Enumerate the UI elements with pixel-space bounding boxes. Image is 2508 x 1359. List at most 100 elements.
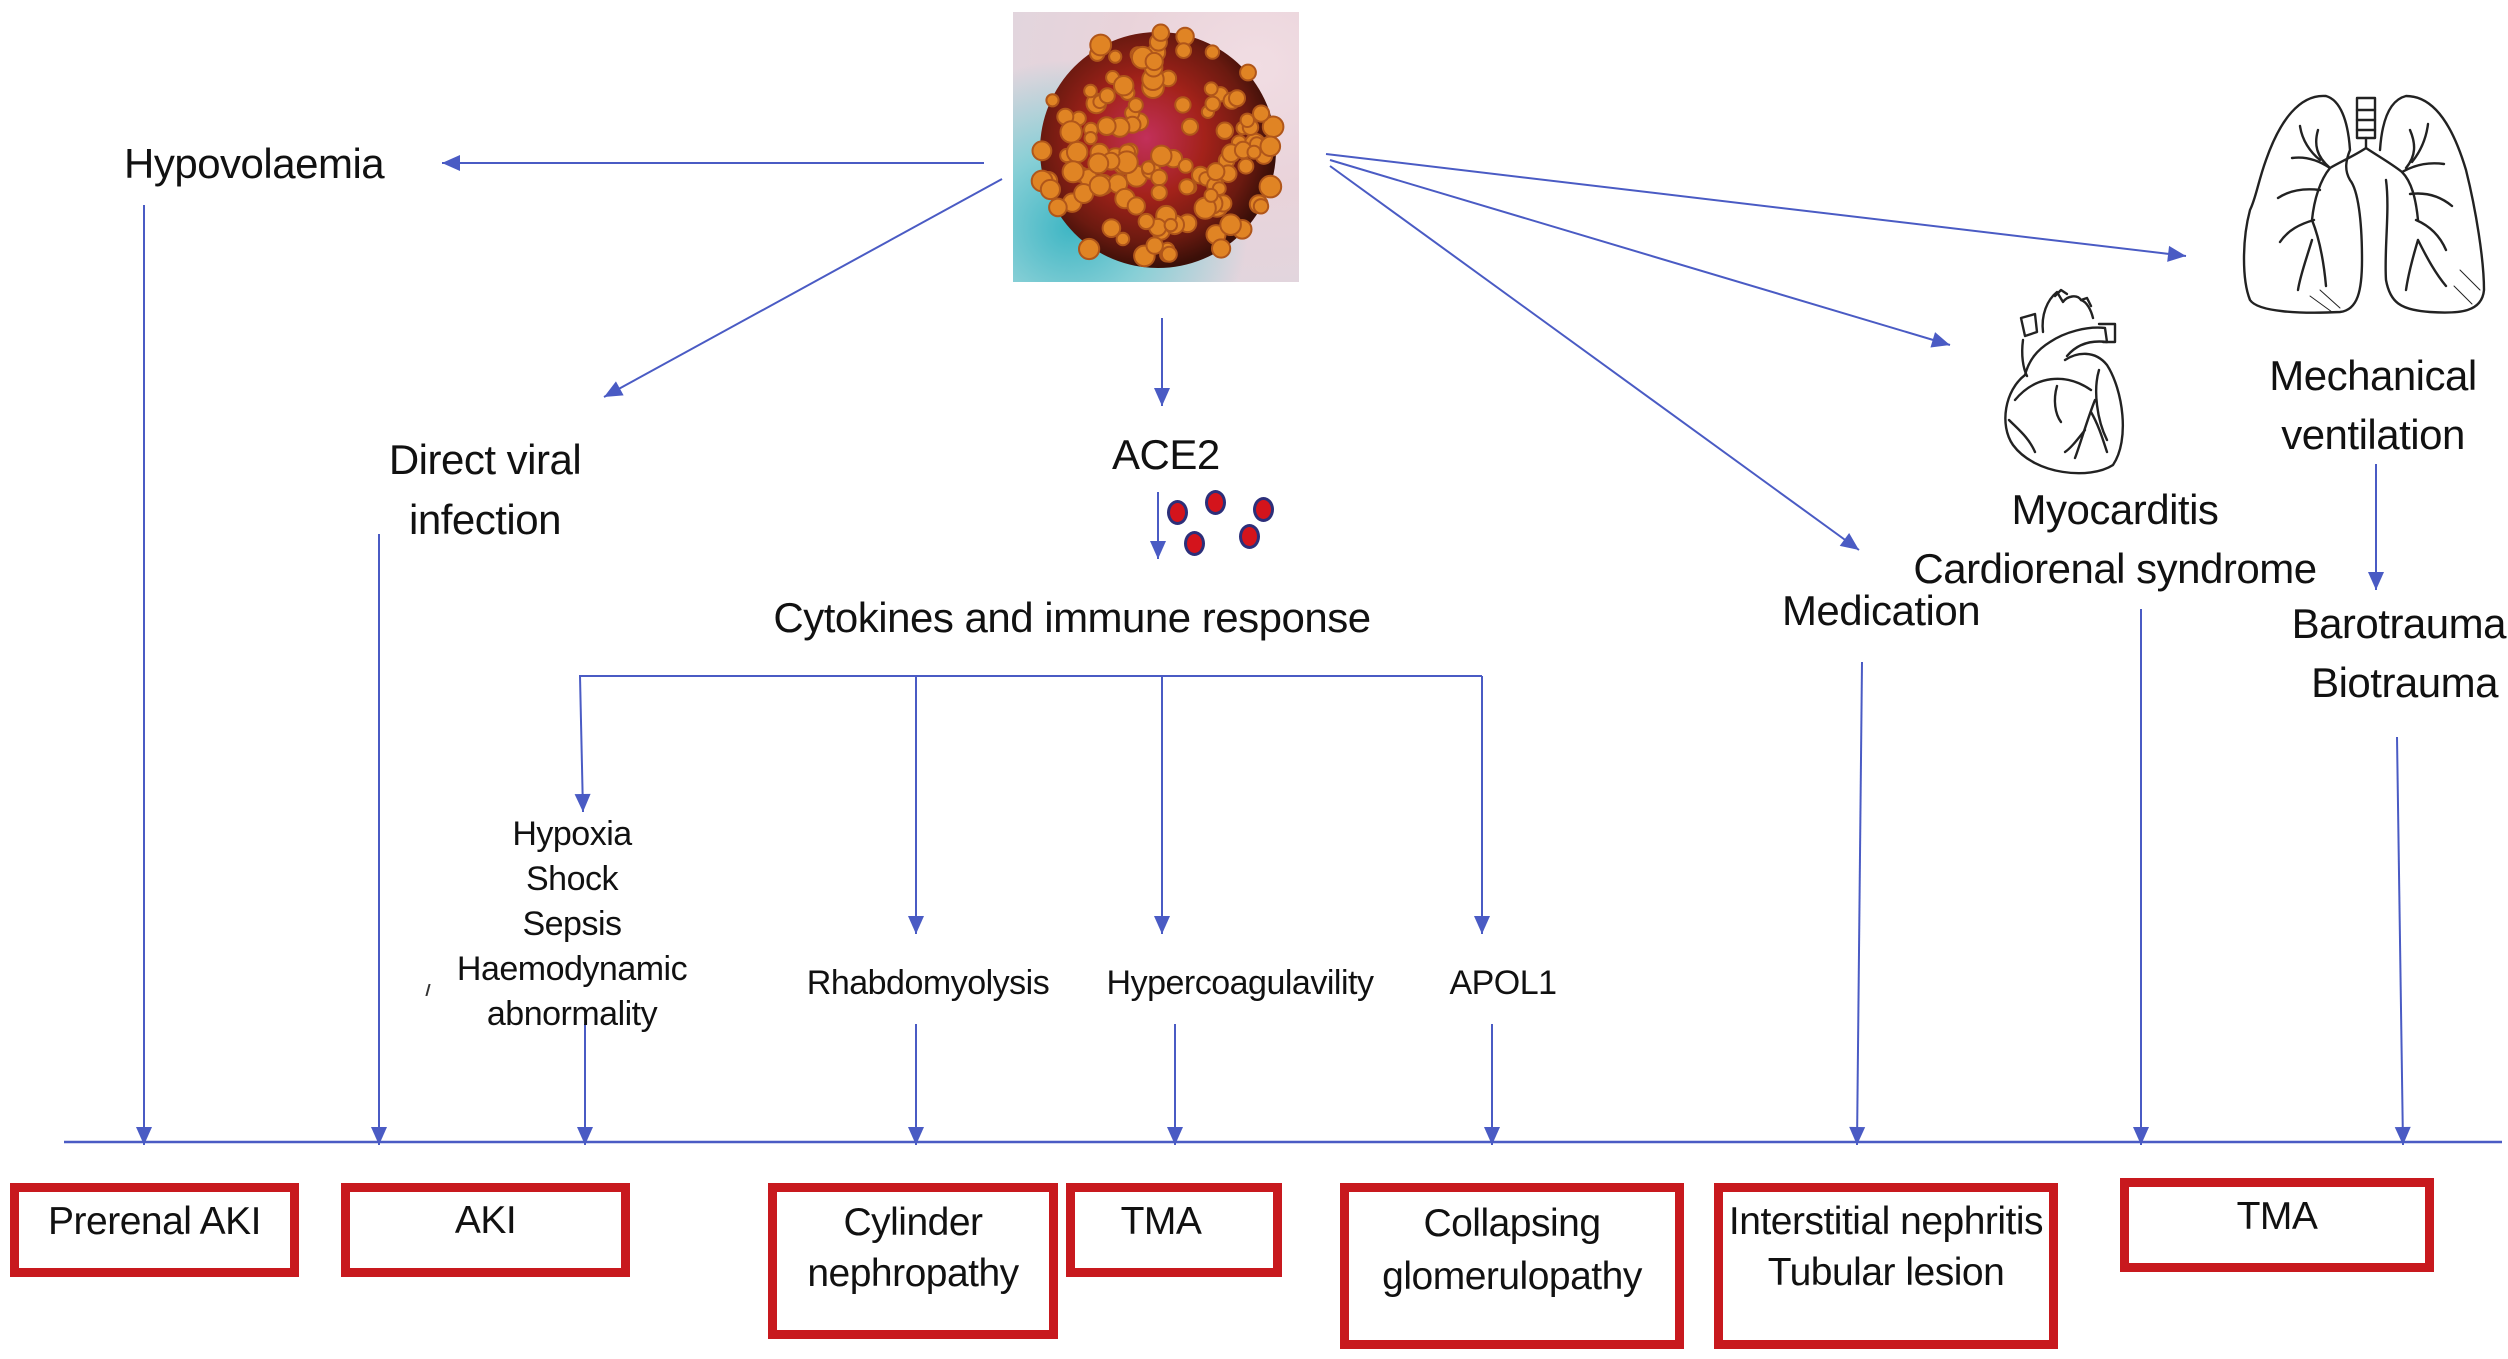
arrow-to-direct-viral-head: [604, 381, 624, 397]
abnormality-label: abnormality: [486, 995, 658, 1033]
branch-to-haemodynamic: [579, 675, 584, 813]
medication-to-baseline: [1856, 661, 1863, 1146]
glomerulopathy-label: glomerulopathy: [1382, 1255, 1642, 1298]
virus-spike: [1258, 174, 1283, 199]
biotrauma-label: Biotrauma: [2311, 659, 2498, 706]
arrow-to-direct-viral: [603, 178, 1003, 398]
virus-spike: [1204, 44, 1221, 60]
trauma-label: Barotrauma Biotrauma: [2280, 594, 2508, 712]
virus-spike: [1061, 160, 1085, 184]
arrow-to-barotrauma-head: [2368, 572, 2384, 590]
virus-spike: [1259, 135, 1282, 158]
hypoxia-label: Hypoxia: [512, 815, 632, 853]
outcome-box-aki: AKI: [341, 1183, 630, 1277]
arrow-to-medication-head: [1839, 532, 1859, 550]
virus-spike: [1083, 83, 1098, 99]
haemodynamic-label: Haemodynamic: [456, 950, 688, 988]
hypercoagulability-to-baseline-head: [1167, 1127, 1183, 1145]
virus-spike: [1181, 117, 1199, 136]
arrow-to-lungs: [1325, 153, 2187, 257]
mechanical-label: Mechanical: [2269, 352, 2477, 399]
cytokines-label: Cytokines and immune response: [773, 594, 1371, 641]
virus-spike: [1163, 217, 1179, 233]
direct-viral-to-baseline-head: [371, 1127, 387, 1145]
haemodynamic-to-baseline-head: [577, 1127, 593, 1145]
virus-spike: [1083, 131, 1098, 146]
ventilation-label: ventilation: [2281, 411, 2465, 458]
virus-spike: [1088, 174, 1111, 197]
virus-spike: [1127, 97, 1144, 114]
virus-spike: [1178, 178, 1196, 196]
virus-spike: [1204, 95, 1221, 113]
tubular-lesion-label: Tubular lesion: [1767, 1251, 2005, 1294]
virus-spike: [1140, 160, 1156, 175]
virus-spike: [1211, 238, 1232, 259]
virus-spike: [1206, 162, 1226, 182]
collapsing-label: Collapsing: [1423, 1202, 1601, 1245]
shock-label: Shock: [526, 860, 619, 898]
aki-label: AKI: [454, 1199, 517, 1242]
virus-spike: [1087, 152, 1110, 175]
myocarditis-label: Myocarditis: [2011, 486, 2219, 533]
arrow-to-medication: [1329, 165, 1860, 551]
virus-spike: [1239, 63, 1257, 82]
branch-to-rhabdomyolysis-head: [908, 916, 924, 934]
direct-viral-line-2: infection: [409, 496, 561, 543]
outcome-box-collapsing-glomerulopathy: Collapsing glomerulopathy: [1340, 1183, 1684, 1349]
ace2-label: ACE2: [1112, 431, 1220, 478]
virus-spike: [1101, 218, 1122, 238]
cardiorenal-syndrome-label: Cardiorenal syndrome: [1913, 545, 2317, 592]
virus-spike: [1246, 144, 1262, 160]
virus-spike: [1045, 93, 1060, 108]
branch-to-apol1-head: [1474, 916, 1490, 934]
virus-spike: [1078, 237, 1101, 261]
virus-spike: [1228, 89, 1246, 108]
virus-spike: [1126, 196, 1146, 216]
virus-spike: [1089, 33, 1113, 57]
virus-spike: [1203, 187, 1219, 203]
apol1-label: APOL1: [1449, 964, 1557, 1002]
cylinder-label: Cylinder: [843, 1201, 983, 1244]
outcome-box-tma-2: TMA: [2120, 1178, 2434, 1272]
haemodynamic-causes-label: Hypoxia Shock Sepsis Haemodynamic abnorm…: [440, 812, 704, 1037]
virus-spike: [1239, 112, 1256, 129]
lungs-icon: [2242, 94, 2486, 314]
arrow-to-hypovolaemia-head: [442, 155, 460, 171]
virus-spike: [1144, 51, 1164, 72]
branch-to-haemodynamic-head: [574, 793, 591, 812]
barotrauma-label: Barotrauma: [2291, 600, 2507, 647]
arrow-to-lungs-head: [2167, 245, 2186, 262]
prerenal-aki-label: Prerenal AKI: [48, 1200, 261, 1243]
virus-spike: [1160, 245, 1178, 263]
virus-spike: [1203, 81, 1219, 97]
mechanical-ventilation-label: Mechanical ventilation: [2253, 346, 2493, 464]
outcome-box-interstitial-nephritis: Interstitial nephritis Tubular lesion: [1714, 1183, 2058, 1349]
virus-spike: [1237, 157, 1255, 175]
medication-label: Medication: [1781, 587, 1981, 634]
virus-spike: [1108, 49, 1123, 64]
trauma-to-baseline-head: [2394, 1126, 2411, 1145]
virus-spike: [1150, 184, 1168, 202]
interstitial-nephritis-label: Interstitial nephritis: [1728, 1200, 2044, 1243]
virus-spike: [1219, 213, 1242, 236]
virus-spike: [1174, 96, 1192, 114]
virus-spike: [1150, 168, 1168, 187]
virus-spike: [1150, 144, 1173, 168]
arrow-to-heart: [1329, 159, 1951, 346]
cardiac-label: Myocarditis Cardiorenal syndrome: [1900, 480, 2330, 598]
apol1-to-baseline-head: [1484, 1127, 1500, 1145]
tma-1-label: TMA: [1120, 1200, 1202, 1243]
rhabdomyolysis-to-baseline-head: [908, 1127, 924, 1145]
virus-spike: [1115, 231, 1131, 247]
virus-spike: [1175, 42, 1193, 59]
sepsis-label: Sepsis: [522, 905, 622, 943]
nephropathy-label: nephropathy: [807, 1252, 1019, 1295]
virus-spike: [1145, 236, 1164, 255]
virus-icon: [1013, 12, 1299, 282]
arrow-ace2-to-cytokines-head: [1150, 541, 1166, 559]
virus-spike: [1215, 121, 1235, 140]
virus-spike: [1031, 140, 1053, 162]
hypercoagulability-label: Hypercoagulavility: [1106, 964, 1374, 1002]
medication-to-baseline-head: [1849, 1126, 1866, 1145]
